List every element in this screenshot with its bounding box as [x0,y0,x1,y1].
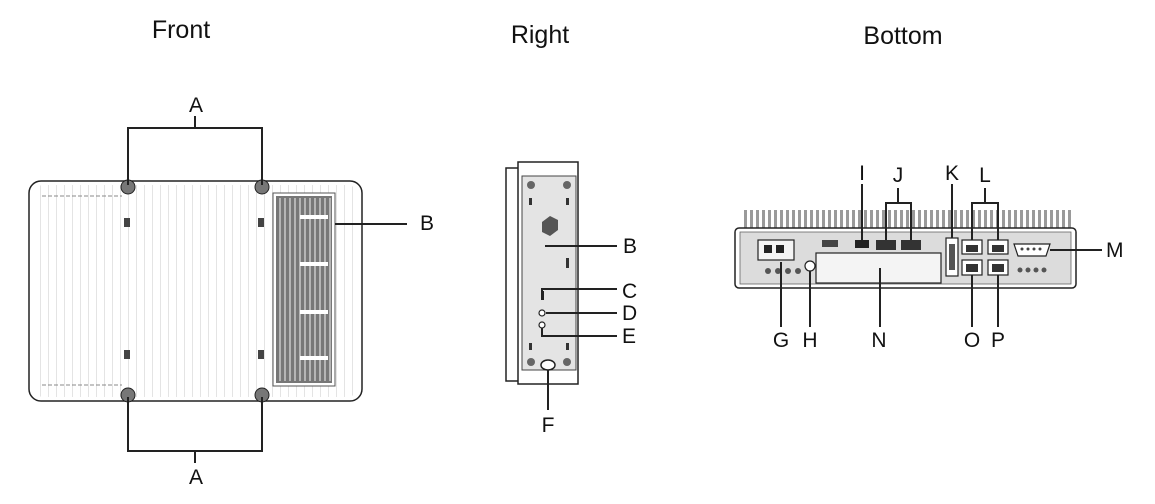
expansion-slot-cover [815,252,942,284]
right-callout-lines [541,245,617,410]
reset-button-icon [538,309,546,317]
power-switch-icon [542,216,558,236]
right-view-title: Right [511,21,569,49]
bottom-label-h: H [802,329,817,352]
right-label-d: D [622,302,637,325]
bottom-view-title: Bottom [863,22,942,50]
front-view-title: Front [152,16,210,44]
bottom-label-k: K [945,162,959,185]
bottom-label-m: M [1106,239,1124,262]
right-label-f: F [542,414,555,437]
audio-jack-icon [804,260,816,272]
indicator-icon [538,321,546,329]
mini-port-icon [855,240,869,248]
bottom-callout-lines [780,184,1102,327]
front-callout-lines [127,116,407,463]
bottom-label-g: G [773,329,789,352]
right-label-b: B [623,235,637,258]
bottom-view-device [734,210,1077,289]
front-label-a-bottom: A [189,466,203,489]
bottom-label-p: P [991,329,1005,352]
bottom-label-n: N [871,329,886,352]
bottom-label-l: L [979,164,991,187]
bottom-label-o: O [964,329,980,352]
front-view-device [28,179,363,403]
front-vent-grille [276,196,332,383]
front-label-a-top: A [189,94,203,117]
serial-port-icon [1013,243,1051,257]
usb-port-icon [901,240,921,250]
status-led [541,291,544,300]
front-label-b: B [420,212,434,235]
right-view-device [505,161,579,385]
bottom-label-j: J [893,164,904,187]
right-label-c: C [622,280,637,303]
usb-port-icon [876,240,896,250]
heatsink-fins [741,210,1071,229]
bottom-label-i: I [859,162,865,185]
right-label-e: E [622,325,636,348]
ground-screw-icon [540,359,556,371]
